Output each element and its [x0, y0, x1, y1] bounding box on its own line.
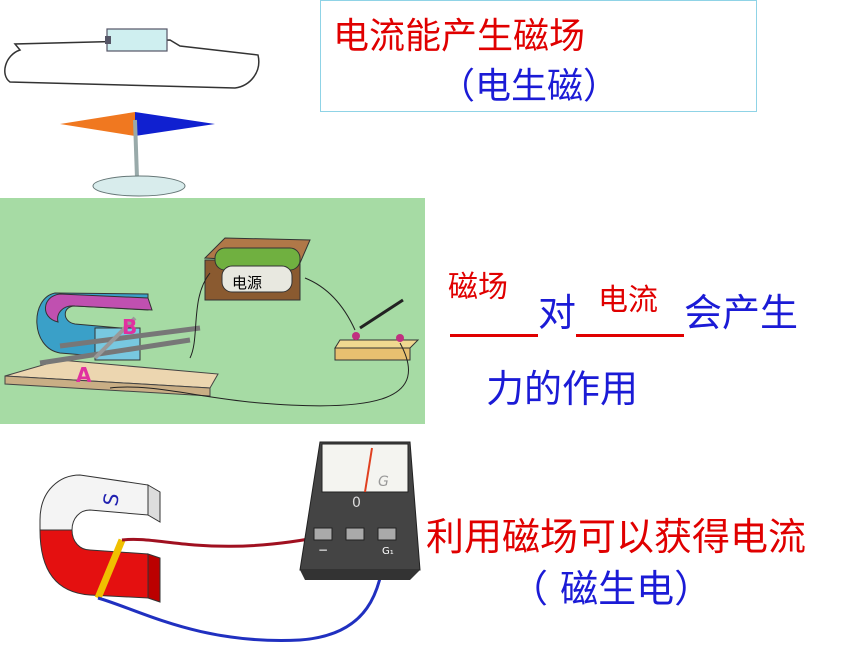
motor-label-b: B — [122, 315, 137, 339]
bottom-subheading: （ 磁生电） — [510, 567, 713, 611]
blank-answer-current: 电流 — [598, 283, 658, 318]
motor-principle-panel: A B 电源 — [0, 198, 425, 424]
blank-2 — [576, 296, 685, 337]
sentence-line2: 力的作用 — [486, 367, 639, 411]
terminal-minus: − — [318, 543, 328, 557]
blank-1 — [450, 296, 538, 337]
power-source-label: 电源 — [232, 274, 262, 292]
terminal-g: G₁ — [382, 546, 394, 557]
blank-answer-magnetic-field: 磁场 — [448, 270, 508, 305]
motor-label-a: A — [76, 363, 92, 387]
title-box: 电流能产生磁场 （电生磁） — [320, 0, 757, 112]
galvanometer-dial-label: G — [378, 474, 389, 490]
connector-text: 对 — [538, 291, 577, 335]
bottom-heading: 利用磁场可以获得电流 — [426, 515, 807, 559]
title-line2: （电生磁） — [439, 66, 620, 107]
induction-illustration: S G 0 − G₁ — [39, 441, 421, 642]
magnet-pole-s: S — [98, 491, 124, 508]
title-line1: 电流能产生磁场 — [333, 16, 586, 57]
fill-in-sentence: 对 会产生 — [450, 282, 798, 337]
sentence-tail: 会产生 — [684, 291, 799, 335]
galvanometer-center-mark: 0 — [352, 495, 361, 511]
wire-loop-illustration — [4, 28, 260, 197]
